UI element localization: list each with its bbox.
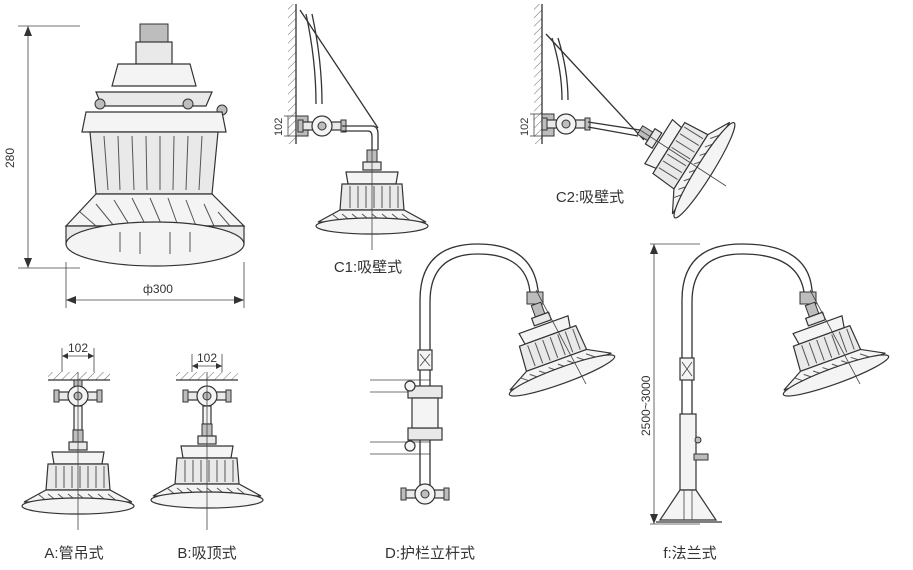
c2-pipe-width: 102: [519, 118, 531, 136]
height-dimension: 280: [3, 25, 80, 269]
diameter-dimension-label: ф300: [143, 282, 173, 296]
c1-wall-mount-drawing: 102 C1:吸壁式: [273, 4, 429, 276]
c1-label: C1:吸壁式: [334, 259, 402, 276]
a-label: A:管吊式: [44, 545, 103, 562]
diameter-dimension: ф300: [65, 262, 245, 308]
d-guardrail-pole-drawing: D:护栏立杆式: [370, 243, 618, 562]
c1-pipe-width: 102: [273, 118, 285, 136]
a-pipe-pendant-drawing: 102 A:管吊式: [21, 341, 135, 562]
b-ceiling-mount-drawing: 102 B:吸顶式: [150, 351, 264, 562]
pole-height-dimension: 2500~3000: [639, 375, 653, 436]
c2-label: C2:吸壁式: [556, 189, 624, 206]
a-pipe-width: 102: [68, 341, 88, 355]
f-flange-pole-drawing: 2500~3000 f:法兰式: [639, 243, 892, 562]
b-label: B:吸顶式: [177, 545, 236, 562]
main-lamp-drawing: [64, 23, 246, 267]
f-label: f:法兰式: [663, 545, 716, 562]
b-pipe-width: 102: [197, 351, 217, 365]
c2-wall-mount-drawing: 102 C2:吸壁式: [519, 4, 742, 223]
d-label: D:护栏立杆式: [385, 545, 475, 562]
height-dimension-label: 280: [3, 148, 17, 168]
